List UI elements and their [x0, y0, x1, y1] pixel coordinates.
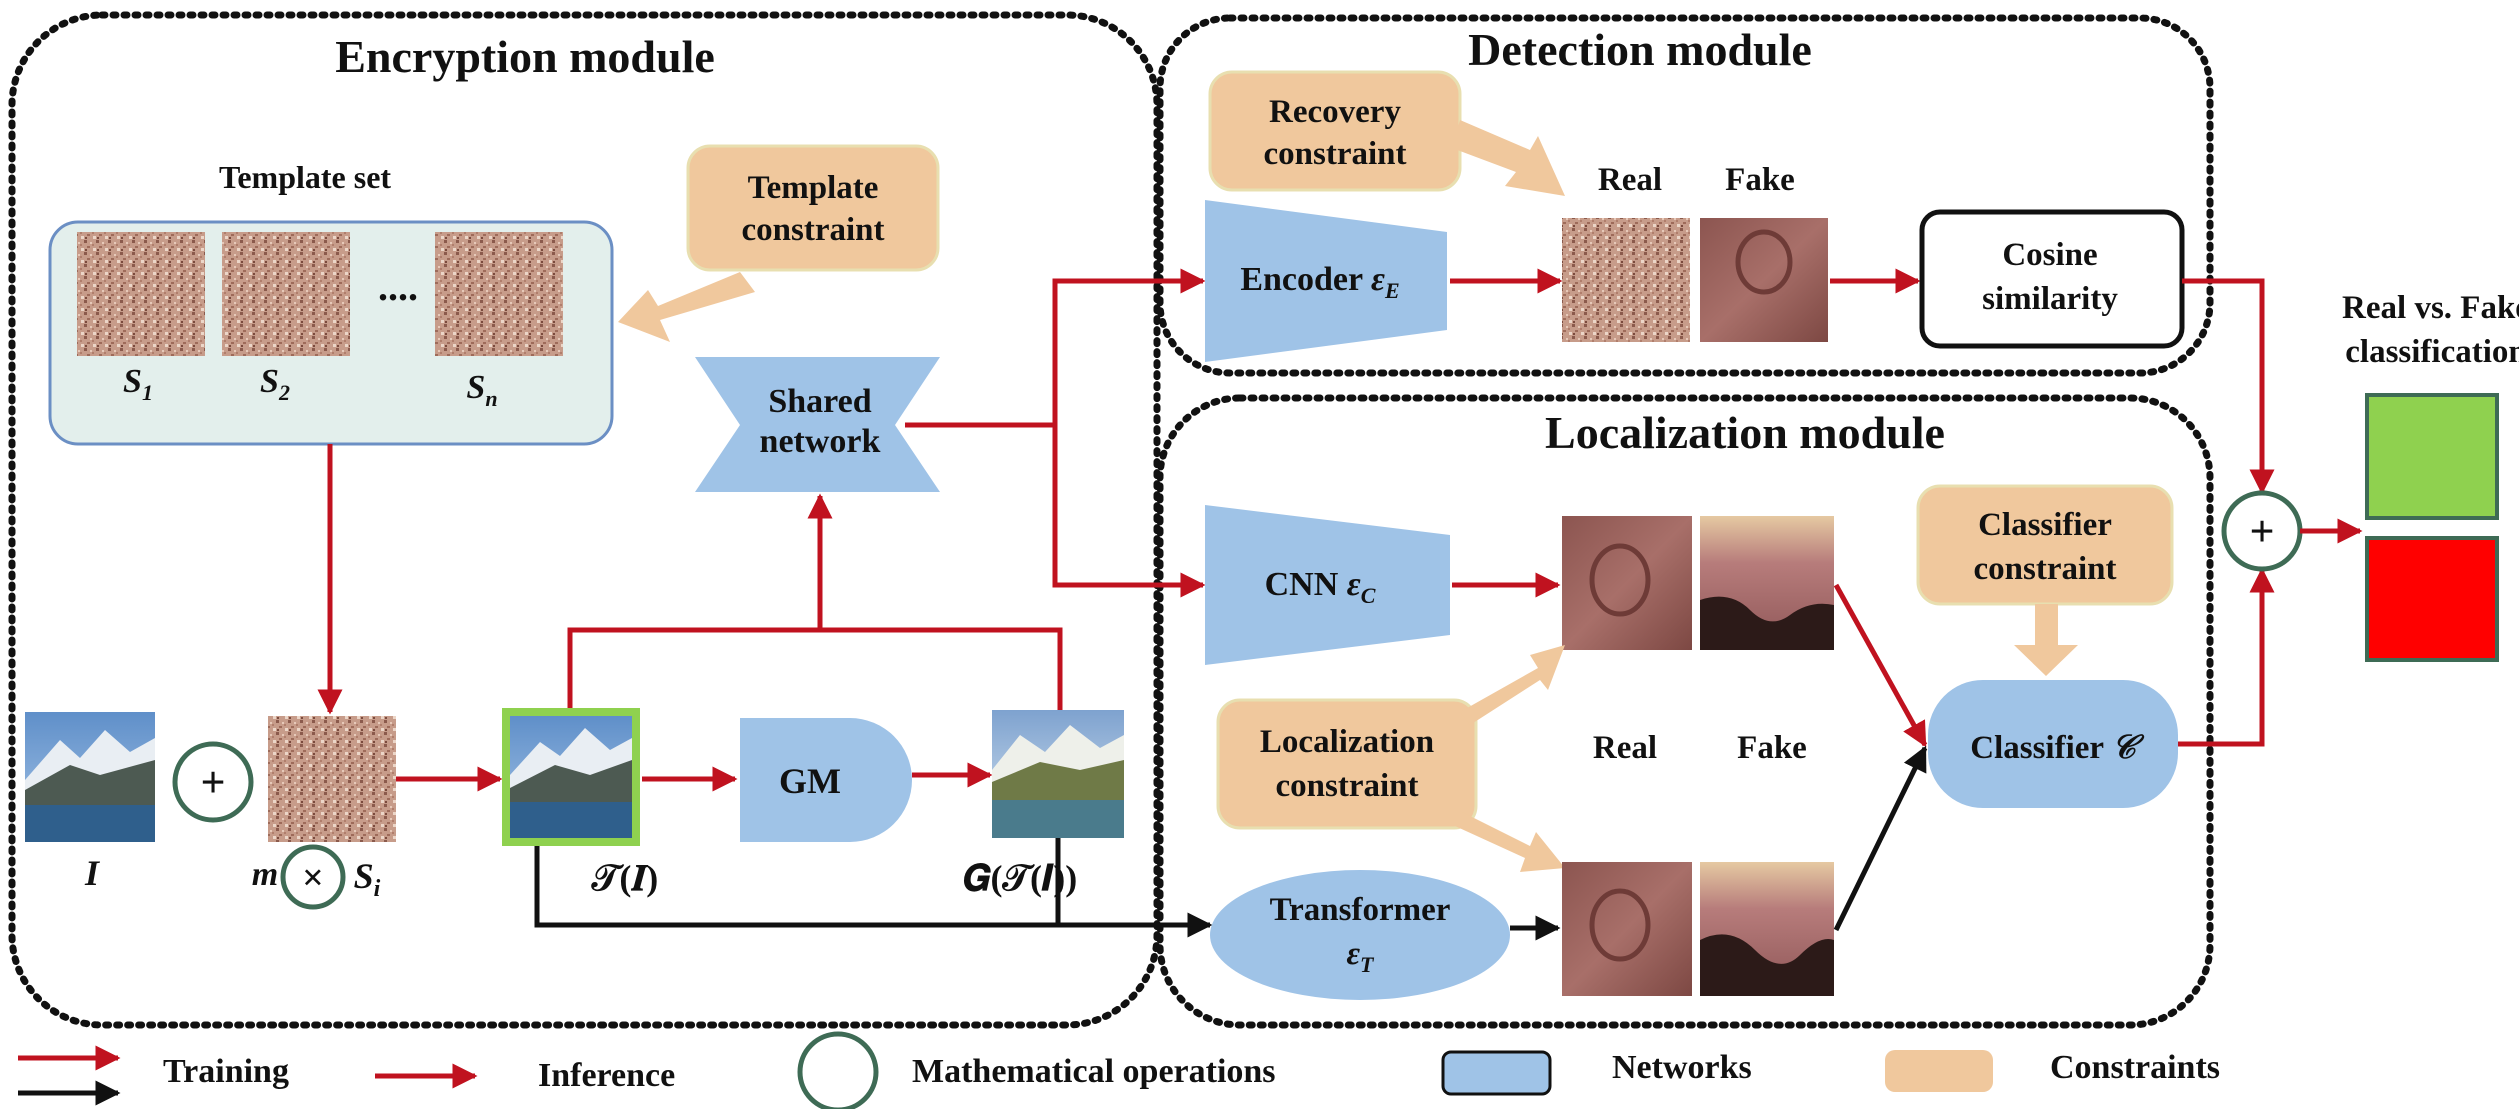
detection-fake-texture	[1735, 229, 1793, 295]
times-operator-symbol: ×	[302, 857, 324, 899]
arrow-bracket-to-shared	[567, 627, 1063, 710]
label-s2: S2	[260, 363, 290, 405]
encrypted-image	[502, 708, 640, 846]
detection-module-border	[1156, 14, 2214, 377]
localization-module-title: Localization module	[1545, 407, 1945, 458]
fake-output-box	[2365, 536, 2499, 662]
template-constraint-box	[686, 144, 940, 272]
cnn-real-texture	[1589, 543, 1651, 617]
generated-image	[992, 710, 1124, 838]
arrow-shared-to-cnn	[1052, 425, 1206, 598]
plus-operator-symbol: +	[200, 758, 225, 807]
plus-operator-icon	[172, 741, 254, 823]
label-m: m	[252, 856, 278, 893]
transformer-network	[1210, 870, 1510, 1000]
legend-constraints-label: Constraints	[2050, 1049, 2220, 1086]
arrow-transformer-outputs-to-classifier	[1833, 745, 1928, 932]
localization-fake-label: Fake	[1737, 730, 1807, 766]
legend-math-label: Mathematical operations	[912, 1053, 1276, 1090]
label-si: Si	[354, 856, 381, 902]
encoder-label: Encoder εE	[1240, 261, 1399, 303]
encryption-module-title: Encryption module	[335, 31, 715, 82]
cosine-similarity-box	[1919, 209, 2185, 349]
classifier-network	[1928, 680, 2178, 808]
gm-network-label: GM	[779, 761, 841, 801]
template-set-title: Template set	[219, 159, 391, 195]
template-constraint-arrow	[618, 272, 755, 342]
localization-constraint-arrow-up	[1460, 645, 1565, 725]
arrow-classifier-to-sum	[2178, 567, 2275, 747]
cnn-label: CNN εC	[1265, 566, 1376, 608]
label-t-of-i: 𝒯(𝑰)	[591, 858, 658, 898]
template-ellipsis: ....	[378, 264, 418, 309]
times-operator-icon	[280, 844, 346, 910]
transformer-real-texture	[1589, 888, 1651, 962]
template-s1	[77, 232, 205, 356]
arrow-ti-to-transformer	[534, 846, 1213, 938]
cnn-fake-texture	[1700, 596, 1834, 650]
localization-real-label: Real	[1593, 730, 1657, 766]
gm-network	[740, 718, 912, 842]
recovery-constraint-box	[1208, 70, 1462, 192]
legend-network-swatch	[1441, 1050, 1552, 1096]
cnn-network	[1205, 505, 1450, 665]
classifier-constraint-arrow	[2014, 604, 2078, 676]
sum-operator-symbol: +	[2249, 507, 2274, 556]
arrow-cosine-to-sum	[2182, 278, 2275, 495]
encoder-network	[1205, 200, 1447, 362]
label-input-i: I	[84, 853, 101, 893]
detection-real-label: Real	[1598, 162, 1662, 198]
input-image	[25, 712, 155, 842]
recovery-constraint-arrow	[1452, 120, 1565, 196]
template-s2	[222, 232, 350, 356]
detection-fake-label: Fake	[1725, 162, 1795, 198]
classifier-label: Classifier 𝒞	[1970, 730, 2144, 766]
legend-inference-label: Inference	[538, 1057, 675, 1094]
label-s1: S1	[123, 363, 153, 405]
detection-fake-output	[1700, 218, 1828, 342]
legend-constraint-swatch	[1885, 1050, 1993, 1092]
real-output-box	[2365, 393, 2499, 520]
arrow-cnn-outputs-to-classifier	[1833, 583, 1928, 748]
localization-module-border	[1156, 394, 2214, 1029]
localization-constraint-box	[1216, 698, 1478, 830]
noise-si	[268, 716, 396, 842]
transformer-real-output	[1562, 862, 1692, 996]
legend-networks-label: Networks	[1612, 1049, 1752, 1086]
transformer-fake-texture	[1700, 934, 1834, 996]
detection-module-title: Detection module	[1468, 24, 1812, 75]
detection-real-output	[1562, 218, 1690, 342]
localization-constraint-arrow-down	[1455, 812, 1565, 872]
label-sn: Sn	[466, 369, 497, 411]
legend-math-icon	[797, 1031, 879, 1109]
arrow-shared-to-encoder	[1052, 268, 1206, 425]
shared-network	[695, 357, 940, 492]
cnn-real-output	[1562, 516, 1692, 650]
template-sn	[435, 232, 563, 356]
legend-training-label: Training	[163, 1053, 289, 1090]
